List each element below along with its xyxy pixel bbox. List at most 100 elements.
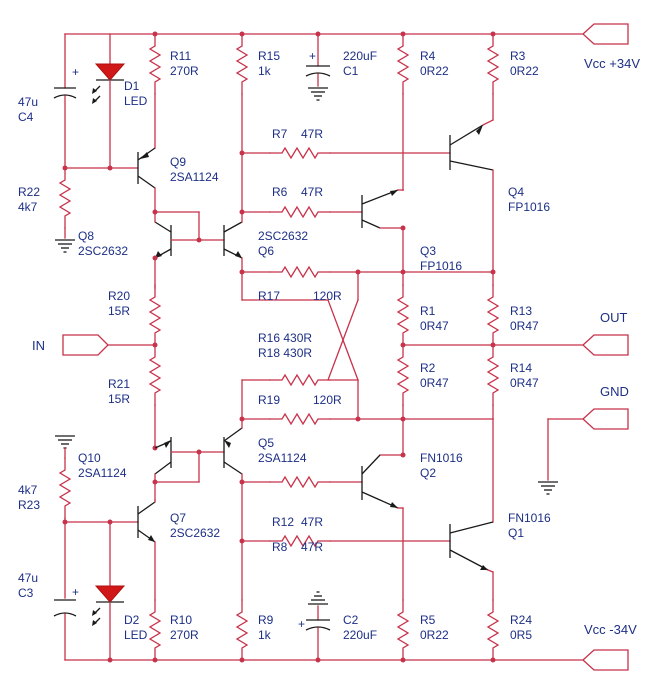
ground-port[interactable] bbox=[537, 408, 629, 495]
r10-resistor bbox=[149, 599, 161, 661]
r19-resistor bbox=[269, 413, 331, 425]
d1-name: D1 bbox=[124, 79, 140, 93]
q4-transistor bbox=[449, 119, 494, 171]
vcc-negative-label: Vcc -34V bbox=[584, 622, 637, 637]
r15-resistor bbox=[236, 33, 248, 95]
r5-name: R5 bbox=[420, 613, 436, 627]
c4-value: 47u bbox=[18, 95, 38, 109]
r13-resistor bbox=[487, 284, 499, 346]
component-labels: R11 270R R15 1k 220uF C1 R4 0R22 R3 0R22… bbox=[18, 49, 640, 642]
c4-name: C4 bbox=[18, 110, 34, 124]
r7-name: R7 bbox=[272, 127, 288, 141]
r13-value: 0R47 bbox=[510, 319, 539, 333]
r6-resistor bbox=[269, 206, 331, 218]
r4-resistor bbox=[397, 33, 409, 95]
r1-name: R1 bbox=[420, 304, 436, 318]
r9-value: 1k bbox=[258, 628, 272, 642]
vcc-positive-label: Vcc +34V bbox=[584, 56, 640, 71]
q9-name: Q9 bbox=[170, 155, 186, 169]
c3-capacitor: + bbox=[53, 585, 79, 661]
d2-type: LED bbox=[124, 628, 148, 642]
r24-name: R24 bbox=[510, 613, 532, 627]
svg-text:+: + bbox=[298, 617, 305, 631]
r21-name: R21 bbox=[108, 377, 130, 391]
q8-transistor bbox=[154, 221, 172, 259]
q8-name: Q8 bbox=[78, 229, 94, 243]
c2-capacitor: + bbox=[298, 591, 331, 661]
r11-value: 270R bbox=[170, 64, 199, 78]
r12-resistor bbox=[269, 476, 331, 488]
svg-text:+: + bbox=[72, 585, 79, 599]
r5-value: 0R22 bbox=[420, 628, 449, 642]
output-port[interactable] bbox=[582, 334, 629, 356]
r3-value: 0R22 bbox=[510, 64, 539, 78]
r20-value: 15R bbox=[108, 304, 130, 318]
r24-resistor bbox=[487, 599, 499, 661]
r4-value: 0R22 bbox=[420, 64, 449, 78]
q2-type: Q2 bbox=[420, 466, 436, 480]
r2-value: 0R47 bbox=[420, 376, 449, 390]
q3-transistor bbox=[361, 189, 404, 229]
q7-type: 2SC2632 bbox=[170, 526, 220, 540]
q4-name: Q4 bbox=[508, 185, 524, 199]
svg-text:+: + bbox=[309, 49, 316, 63]
r3-resistor bbox=[487, 33, 499, 95]
d2-name: D2 bbox=[124, 613, 140, 627]
r1-value: 0R47 bbox=[420, 319, 449, 333]
r23-resistor bbox=[59, 457, 71, 519]
r2-name: R2 bbox=[420, 361, 436, 375]
q3-type: FP1016 bbox=[420, 259, 462, 273]
r22-name: R22 bbox=[18, 185, 40, 199]
d1-led bbox=[92, 33, 126, 169]
output-label: OUT bbox=[600, 310, 628, 325]
c3-value: 47u bbox=[18, 571, 38, 585]
svg-text:+: + bbox=[72, 65, 79, 79]
r13-name: R13 bbox=[510, 304, 532, 318]
q7-transistor bbox=[137, 501, 156, 543]
r14-value: 0R47 bbox=[510, 376, 539, 390]
r21-value: 15R bbox=[108, 392, 130, 406]
q5-transistor bbox=[223, 427, 243, 475]
c1-value: 220uF bbox=[343, 49, 377, 63]
r17-resistor bbox=[269, 266, 331, 278]
q5-name: Q5 bbox=[258, 436, 274, 450]
r2-resistor bbox=[397, 344, 409, 406]
r19-name: R19 bbox=[258, 393, 280, 407]
c2-name: C2 bbox=[343, 613, 359, 627]
r4-name: R4 bbox=[420, 49, 436, 63]
q1-name: Q1 bbox=[508, 526, 524, 540]
c2-value: 220uF bbox=[343, 628, 377, 642]
r20-name: R20 bbox=[108, 289, 130, 303]
r12-name: R12 bbox=[272, 515, 294, 529]
q4-type: FP1016 bbox=[508, 200, 550, 214]
q1-transistor bbox=[449, 521, 494, 573]
r22-resistor bbox=[54, 167, 76, 253]
input-port[interactable] bbox=[62, 334, 156, 356]
r8-value: 47R bbox=[301, 540, 323, 554]
q10-type: 2SA1124 bbox=[78, 466, 127, 480]
r22-value: 4k7 bbox=[18, 200, 38, 214]
r14-name: R14 bbox=[510, 361, 532, 375]
r18-resistor bbox=[269, 374, 331, 386]
q8-type: 2SC2632 bbox=[78, 244, 128, 258]
r1-resistor bbox=[397, 284, 409, 346]
q6-name: Q6 bbox=[258, 244, 274, 258]
r10-name: R10 bbox=[170, 613, 192, 627]
r14-resistor bbox=[487, 344, 499, 406]
r7-resistor bbox=[269, 147, 331, 159]
r10-value: 270R bbox=[170, 628, 199, 642]
q9-transistor bbox=[137, 93, 156, 213]
input-label: IN bbox=[32, 338, 45, 353]
r24-value: 0R5 bbox=[510, 628, 532, 642]
r21-resistor bbox=[149, 344, 161, 406]
q10-transistor bbox=[154, 437, 172, 475]
r12-value: 47R bbox=[301, 515, 323, 529]
q5-type: 2SA1124 bbox=[258, 451, 307, 465]
ground-label: GND bbox=[600, 384, 629, 399]
r23-value: 4k7 bbox=[18, 483, 38, 497]
r7-value: 47R bbox=[301, 127, 323, 141]
r11-name: R11 bbox=[170, 49, 191, 63]
r16-label: R16 430R bbox=[258, 331, 312, 345]
r15-value: 1k bbox=[258, 64, 272, 78]
